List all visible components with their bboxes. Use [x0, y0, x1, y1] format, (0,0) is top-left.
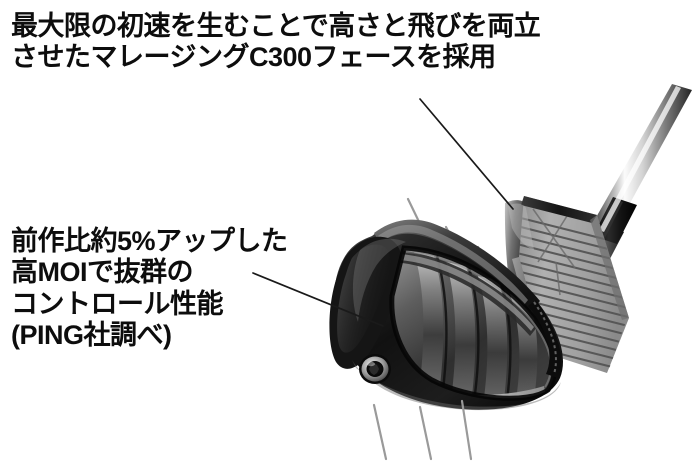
support-wire-upper-2: [444, 225, 470, 271]
leader-line-to-face: [419, 98, 514, 210]
faceplate-top-edge: [521, 196, 597, 223]
moi-control-callout: 前作比約5%アップした 高MOIで抜群の コントロール性能 (PING社調べ): [11, 226, 288, 351]
callout-left-line-3: コントロール性能: [11, 288, 223, 319]
callout-top-line-1: 最大限の初速を生むことで高さと飛びを両立: [11, 11, 541, 41]
clubhead-heel-lobe: [329, 236, 403, 369]
clubhead-face-opening-seam: [533, 301, 557, 375]
shaft-ferrule-sheen: [598, 200, 623, 240]
cavity-internal-ribs: [414, 252, 538, 399]
callout-left-line-1: 前作比約5%アップした: [11, 226, 288, 256]
iron-clubhead-body: [329, 219, 563, 411]
support-wire-lower-1: [372, 403, 388, 461]
screw-torx-recess: [369, 363, 379, 375]
clubhead-gloss-sweep: [352, 238, 406, 322]
clubhead-cavity: [391, 248, 555, 399]
display-support-wires: [406, 197, 497, 285]
faceplate-toe-edge: [590, 215, 629, 320]
faceplate-scuff-marks: [532, 208, 576, 296]
support-wire-lower-3: [460, 399, 473, 461]
support-wire-upper-1: [406, 197, 439, 261]
callout-leader-lines: [252, 98, 514, 327]
shaft-hosel-tube: [552, 224, 624, 320]
cavity-border: [389, 245, 558, 401]
shaft-specular-highlight: [599, 86, 681, 232]
cavity-border-inner-light: [405, 251, 552, 388]
cavity-rib-shadows: [435, 255, 512, 399]
clubhead-top-rail-highlight: [378, 224, 528, 305]
clubhead-top-rail: [374, 219, 540, 312]
clubhead-sole-highlight: [352, 360, 561, 411]
callout-left-line-2: 高MOIで抜群の: [11, 257, 193, 288]
cavity-shelf-gleam: [399, 254, 534, 331]
cavity-sole-strip: [410, 386, 546, 399]
faceplate-front: [519, 196, 629, 373]
club-shaft: [552, 84, 692, 320]
cavity-upper-shelf: [394, 250, 538, 336]
clubhead-heel-highlight: [337, 244, 391, 353]
faceplate-back-sheen: [508, 203, 534, 250]
callout-top-line-2: させたマレージングC300フェースを採用: [11, 42, 496, 73]
shaft-upper-tube: [590, 84, 692, 236]
faceplate-backside: [504, 200, 552, 359]
support-wire-upper-3: [476, 245, 497, 285]
shaft-ferrule: [593, 197, 637, 244]
weight-screw-port: [359, 354, 391, 384]
maraging-c300-faceplate: [504, 196, 629, 373]
clubhead-face-opening-edge: [528, 300, 562, 378]
faceplate-heel-rim: [512, 257, 545, 355]
display-support-wires-lower: [372, 399, 473, 461]
support-wire-lower-2: [418, 405, 433, 461]
face-technology-callout: 最大限の初速を生むことで高さと飛びを両立 させたマレージングC300フェースを採…: [11, 11, 541, 74]
callout-left-line-4: (PING社調べ): [11, 319, 172, 350]
faceplate-grooves: [519, 212, 628, 372]
clubhead-silhouette: [333, 221, 563, 410]
